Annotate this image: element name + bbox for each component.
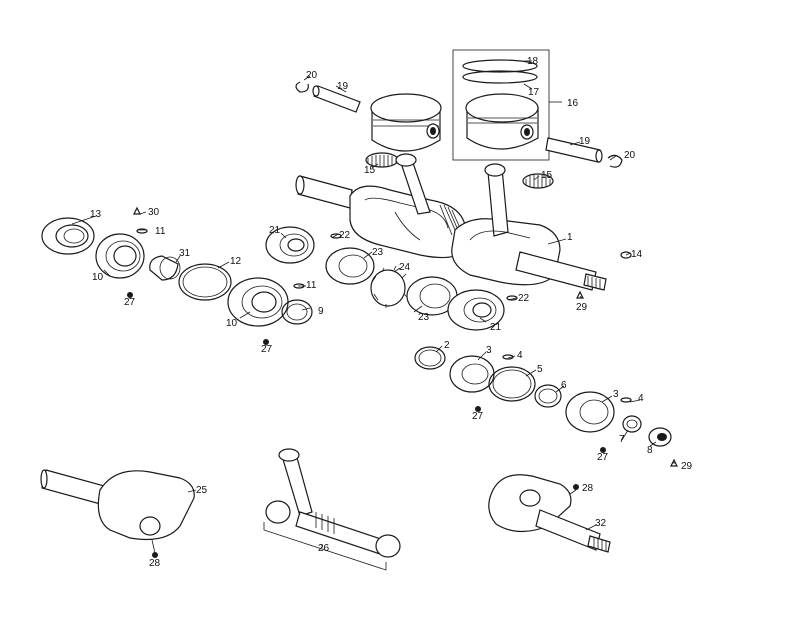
piston-left [370,93,442,152]
label-23-upper: 23 [372,247,384,258]
piston-kit-box [452,49,562,161]
label-21-lower: 21 [490,322,502,333]
label-6: 6 [561,380,567,391]
washer-7 [622,415,642,433]
label-27-a: 27 [124,297,136,308]
label-10-left: 10 [92,272,104,283]
needle-bearing-left [365,152,399,168]
ring-2 [414,346,446,370]
label-27-c: 27 [472,411,484,422]
label-2: 2 [444,340,450,351]
piston-pin-left [312,85,361,113]
label-4-upper: 4 [517,350,523,361]
label-9: 9 [318,306,324,317]
label-19-right: 19 [579,136,591,147]
seal-23-upper [325,247,375,285]
label-3-upper: 3 [486,345,492,356]
label-28-left: 28 [149,558,161,569]
label-20-left: 20 [306,70,318,81]
oil-seal-13 [41,217,95,255]
bearing-21-upper [265,226,315,264]
label-24: 24 [399,262,411,273]
label-10-center: 10 [226,318,238,329]
label-11-upper: 11 [155,226,166,237]
label-30: 30 [148,207,160,218]
label-29-upper: 29 [576,302,588,313]
label-11-lower: 11 [306,280,317,291]
label-23-lower: 23 [418,312,430,323]
label-15-left: 15 [364,165,376,176]
part-labels: 1 2 3 3 4 4 5 6 7 8 9 10 10 11 11 12 13 … [90,56,693,569]
o-ring-12 [178,263,232,301]
seal-23-lower [406,276,458,316]
ring-9 [281,299,313,325]
label-29-lower: 29 [681,461,693,472]
bearing-10-left [95,233,145,279]
crank-half-25 [40,469,195,541]
spacer-31 [149,255,181,281]
label-28-right: 28 [582,483,594,494]
label-25: 25 [196,485,208,496]
o-ring-5 [488,366,536,402]
label-21-upper: 21 [269,225,281,236]
label-8: 8 [647,445,653,456]
bearing-3-upper [449,355,495,393]
gear-24 [370,265,409,308]
label-1: 1 [567,232,573,243]
circlip-right [607,154,623,168]
label-7: 7 [619,434,625,445]
crankpin-rod-26 [263,448,401,571]
label-13: 13 [90,209,102,220]
label-12: 12 [230,256,242,267]
loctite-drops [127,292,606,558]
ring-6 [534,384,562,408]
label-22-lower: 22 [518,293,530,304]
label-27-d: 27 [597,452,609,463]
label-18: 18 [527,56,539,67]
piston-pin-right [545,137,603,163]
label-32: 32 [595,518,607,529]
label-14: 14 [631,249,643,260]
label-27-b: 27 [261,344,273,355]
label-20-right: 20 [624,150,636,161]
bearing-21-lower [447,289,505,331]
crankshaft-assembly [295,153,607,291]
bearing-10-center [227,277,289,327]
label-16: 16 [567,98,579,109]
label-3-lower: 3 [613,389,619,400]
label-4-lower: 4 [638,393,644,404]
label-17: 17 [528,87,540,98]
nut-8 [648,427,672,447]
piston-right [465,93,539,150]
circlip-left [295,81,309,93]
bearing-3-lower [565,391,615,433]
small-keys [133,206,678,467]
label-26: 26 [318,543,330,554]
label-19-left: 19 [337,81,349,92]
crank-half-32 [488,474,611,553]
leader-lines [71,75,675,554]
label-5: 5 [537,364,543,375]
label-22-upper: 22 [339,230,351,241]
label-15-right: 15 [541,170,553,181]
label-31: 31 [179,248,191,259]
needle-bearing-right [522,173,554,189]
